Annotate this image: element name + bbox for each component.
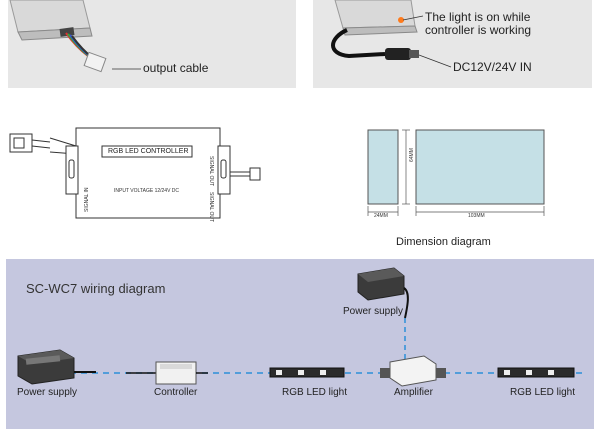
light-on-caption-line1: The light is on while xyxy=(425,10,531,24)
wiring-title: SC-WC7 wiring diagram xyxy=(26,281,166,296)
dimension-width-large: 103MM xyxy=(468,213,485,219)
power-input-illustration xyxy=(331,0,452,68)
light-on-caption-line2: controller is working xyxy=(425,23,532,37)
controller-outline xyxy=(9,127,261,219)
dimension-outline xyxy=(367,129,545,216)
dimension-diagram: 64MM 24MM 103MM Dimension diagram xyxy=(360,120,560,250)
amplifier-device xyxy=(380,355,446,387)
controller-label: Controller xyxy=(154,387,198,398)
rgb-led-strip-2 xyxy=(497,367,575,378)
output-cable-photo: output cable xyxy=(8,0,296,88)
wiring-diagram-panel xyxy=(6,259,594,429)
output-cable-caption: output cable xyxy=(143,61,209,75)
controller-title: RGB LED CONTROLLER xyxy=(108,148,189,155)
controller-device xyxy=(126,361,208,385)
power-supply-top-device xyxy=(357,267,409,319)
rgb-led-light-label-1: RGB LED light xyxy=(282,387,348,398)
dimension-width-small: 24MM xyxy=(374,213,388,219)
rgb-led-light-label-2: RGB LED light xyxy=(510,387,576,398)
power-supply-top-label: Power supply xyxy=(343,306,404,317)
rgb-led-strip-1 xyxy=(269,367,345,378)
controller-input-text: INPUT VOLTAGE 12/24V DC xyxy=(114,188,180,194)
controller-drawing: RGB LED CONTROLLER INPUT VOLTAGE 12/24V … xyxy=(6,120,276,230)
output-cable-illustration xyxy=(9,0,141,73)
power-supply-left-device xyxy=(17,349,96,385)
power-input-photo: The light is on while controller is work… xyxy=(313,0,592,88)
dimension-caption: Dimension diagram xyxy=(396,236,491,248)
dc-input-label: DC12V/24V IN xyxy=(453,60,532,74)
power-supply-left-label: Power supply xyxy=(17,387,78,398)
amplifier-label: Amplifier xyxy=(394,387,433,398)
